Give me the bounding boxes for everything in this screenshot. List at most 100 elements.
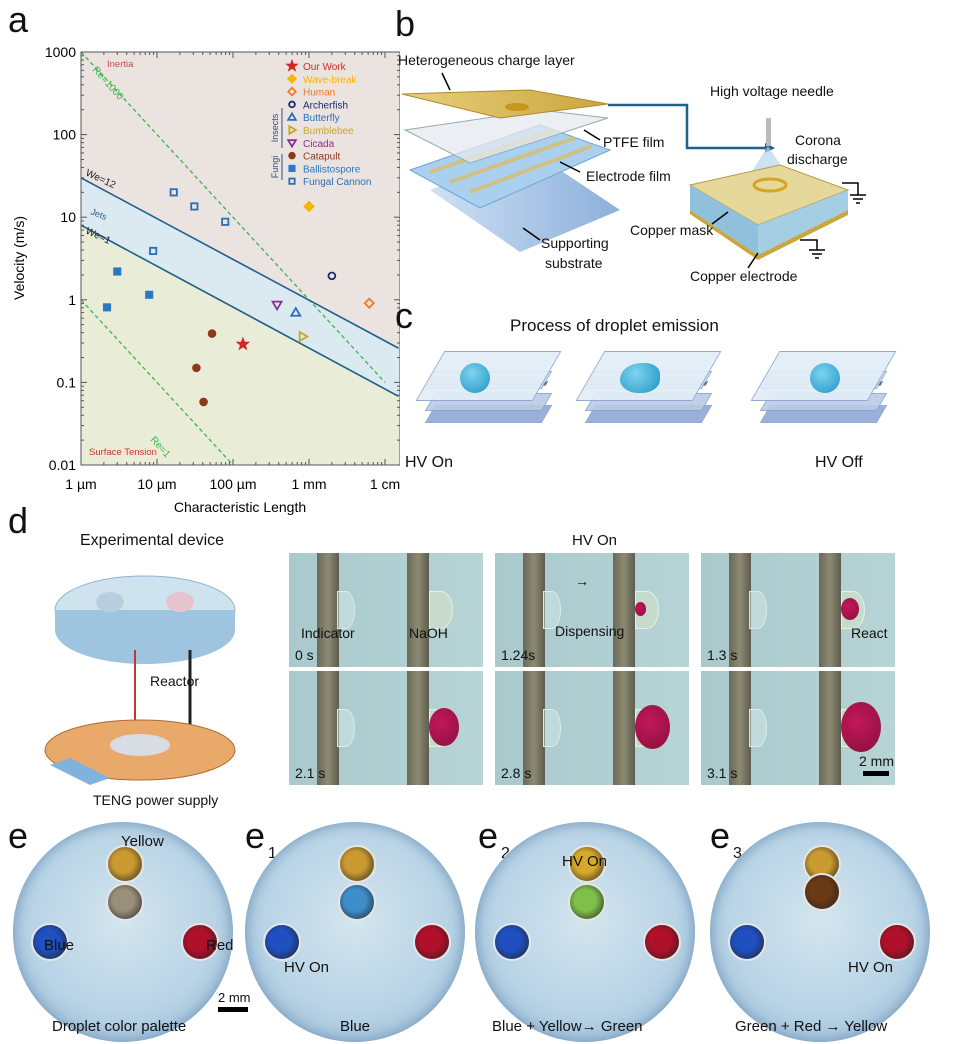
marker-star	[235, 336, 251, 351]
video-frame: 2.8 s	[495, 671, 689, 785]
region-label: Surface Tension	[89, 447, 157, 458]
frame-time: 3.1 s	[707, 765, 738, 781]
line-re-1000	[81, 52, 386, 383]
scale-bar-label-e: 2 mm	[218, 990, 251, 1005]
scale-bar-e	[218, 1007, 248, 1012]
device-title: Experimental device	[80, 532, 225, 549]
label-hv-off: HV Off	[815, 454, 863, 471]
panel-label-b: b	[395, 3, 416, 44]
well-yellow	[568, 845, 606, 883]
marker-square-open	[149, 246, 158, 256]
scale-bar-d	[863, 771, 889, 776]
well-center	[568, 883, 606, 921]
x-tick-label: 10 µm	[137, 476, 176, 492]
label-substrate: substrate	[545, 255, 603, 271]
y-tick-label: 1	[68, 292, 76, 308]
marker-circle-filled	[288, 151, 296, 160]
caption-e3: Green + Red → Yellow	[735, 1018, 888, 1035]
connection-arrow	[608, 103, 765, 150]
line-re-1	[81, 299, 234, 465]
caption-e1: Blue	[340, 1018, 371, 1035]
y-tick-label: 0.01	[49, 457, 76, 473]
frame-time: 1.3 s	[707, 647, 738, 663]
line-we-1	[81, 224, 399, 397]
legend-entry: Ballistospore	[303, 164, 361, 175]
marker-square-open	[169, 188, 178, 197]
marker-triangle-down-open	[286, 139, 298, 149]
y-tick-label: 0.1	[57, 374, 77, 390]
well-blue	[728, 923, 766, 961]
panel-label-e2: e	[478, 815, 499, 856]
legend-entry: Human	[303, 88, 335, 99]
label-corona: Corona	[795, 132, 841, 148]
panel-sub-e2: 2	[501, 845, 510, 862]
label-yellow: Yellow	[121, 833, 164, 850]
needle-icon	[766, 118, 771, 146]
well-center	[338, 883, 376, 921]
marker-square-open	[190, 202, 199, 211]
legend-entry: Our Work	[303, 62, 347, 73]
marker-diamond-open	[363, 297, 375, 309]
marker-diamond-open	[286, 86, 298, 97]
droplet-palette-disc	[13, 822, 233, 1042]
label-discharge: discharge	[787, 151, 848, 167]
panel-label-c: c	[395, 295, 413, 336]
well-center	[803, 873, 841, 911]
well-red	[413, 923, 451, 961]
panel-label-e: e	[8, 815, 29, 856]
marker-star	[285, 58, 299, 72]
ground-icon	[800, 182, 866, 259]
marker-triangle-down-open	[270, 300, 284, 312]
well-yellow	[106, 845, 144, 883]
well-center	[106, 883, 144, 921]
x-tick-label: 100 µm	[210, 476, 257, 492]
charge-layer	[401, 89, 609, 119]
marker-circle-open	[327, 271, 337, 281]
marker-square-open	[221, 217, 230, 226]
legend-entry: Cicada	[303, 139, 335, 150]
frame-time: 2.8 s	[501, 765, 532, 781]
label-hv-on: HV On	[405, 454, 454, 471]
label-hv-on-e2: HV On	[562, 853, 608, 870]
pointer-arrows	[441, 72, 759, 269]
well-blue	[263, 923, 301, 961]
caption-e2: Blue + Yellow→ Green	[492, 1018, 643, 1035]
label-copper-electrode: Copper electrode	[690, 268, 798, 284]
droplet-stack-2	[570, 345, 722, 445]
marker-circle-filled	[207, 329, 217, 338]
droplet-stack-1	[410, 345, 562, 445]
process-title: Process of droplet emission	[510, 316, 719, 335]
x-tick-label: 1 µm	[65, 476, 96, 492]
label-copper-mask: Copper mask	[630, 222, 714, 238]
annotation-indicator: Indicator	[301, 625, 355, 641]
label-charge-layer: Heterogeneous charge layer	[398, 52, 575, 68]
label-red: Red	[206, 937, 234, 954]
marker-circle-open	[288, 100, 296, 109]
legend-entry: Wave-break	[303, 75, 358, 86]
droplet-palette-disc	[245, 822, 465, 1042]
scale-bar-label-d: 2 mm	[859, 753, 894, 769]
y-axis-label: Velocity (m/s)	[11, 216, 27, 300]
caption-e: Droplet color palette	[52, 1018, 187, 1035]
label-ptfe: PTFE film	[603, 134, 665, 150]
legend-entry: Catapult	[303, 152, 340, 163]
y-tick-label: 1000	[45, 44, 76, 60]
video-frame: 1.3 s React	[701, 553, 895, 667]
region-jets	[81, 177, 400, 398]
well-blue	[493, 923, 531, 961]
legend-entry: Bumblebee	[303, 126, 354, 137]
annotation-react: React	[851, 625, 888, 641]
legend-group-fungi: Fungi	[270, 156, 280, 179]
panel-label-d: d	[8, 500, 29, 541]
well-yellow	[338, 845, 376, 883]
panel-sub-e3: 3	[733, 845, 742, 862]
legend-entry: Archerfish	[303, 100, 348, 111]
plot-frame	[80, 51, 400, 466]
marker-square-filled	[145, 290, 154, 299]
well-blue	[31, 923, 69, 961]
label-electrode-film: Electrode film	[586, 168, 671, 184]
